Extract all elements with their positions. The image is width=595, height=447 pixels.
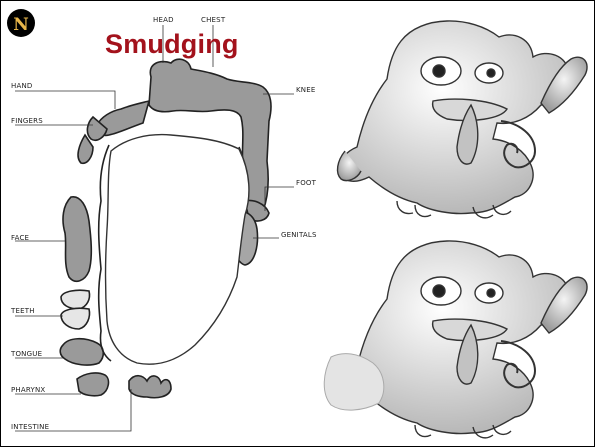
- page-title: Smudging: [105, 29, 239, 60]
- label-foot: FOOT: [296, 179, 316, 187]
- homunculus-body-blank: [106, 135, 249, 365]
- label-head: HEAD: [153, 16, 174, 24]
- label-tongue: TONGUE: [11, 350, 42, 358]
- label-pharynx: PHARYNX: [11, 386, 45, 394]
- label-chest: CHEST: [201, 16, 225, 24]
- label-teeth: TEETH: [11, 307, 35, 315]
- ns-monogram-icon: N: [7, 9, 35, 37]
- label-hand: HAND: [11, 82, 32, 90]
- label-fingers: FINGERS: [11, 117, 43, 125]
- homunculus-figure-clean: [338, 21, 588, 218]
- label-face: FACE: [11, 234, 29, 242]
- svg-text:N: N: [13, 15, 29, 35]
- homunculus-figure-smudged: [324, 241, 587, 438]
- label-genitals: GENITALS: [281, 231, 317, 239]
- label-intestine: INTESTINE: [11, 423, 49, 431]
- label-knee: KNEE: [296, 86, 315, 94]
